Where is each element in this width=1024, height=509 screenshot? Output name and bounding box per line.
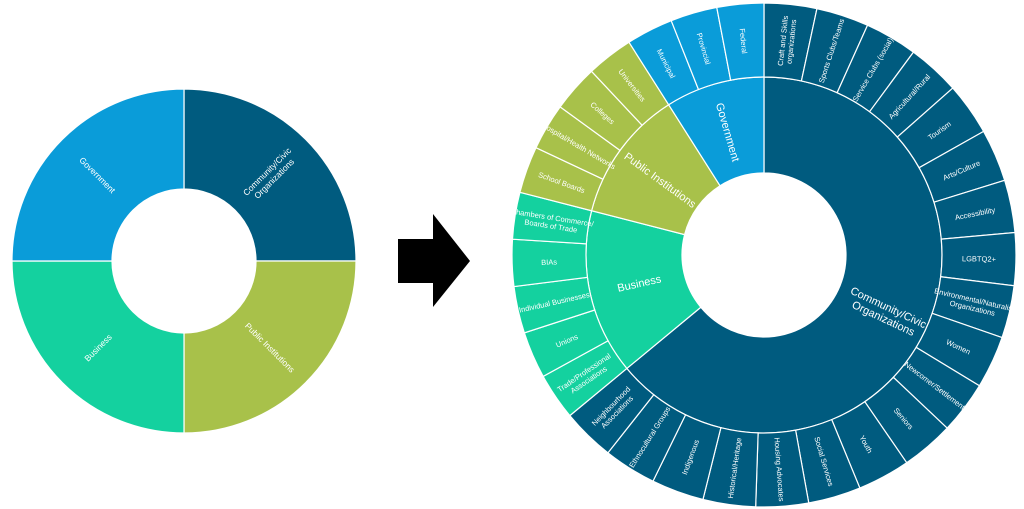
simple-segment-government bbox=[11, 88, 185, 262]
transition-arrow bbox=[398, 214, 470, 307]
simple-segment-community bbox=[183, 88, 357, 262]
right-arrow-icon bbox=[398, 214, 470, 307]
simple-segment-business bbox=[11, 260, 185, 434]
sunburst-outer-label-lgbtq2: LGBTQ2+ bbox=[962, 254, 997, 264]
sunburst-outer-label-federal-line: Federal bbox=[738, 28, 749, 54]
sunburst-outer-federal bbox=[716, 2, 765, 81]
simple-segment-public bbox=[183, 260, 357, 434]
sunburst-outer-label-bias: BIAs bbox=[541, 257, 557, 267]
sunburst-outer-label-lgbtq2-line: LGBTQ2+ bbox=[962, 254, 997, 264]
sunburst-outer-label-bias-line: BIAs bbox=[541, 257, 557, 267]
sunburst-outer-label-federal: Federal bbox=[738, 28, 749, 54]
